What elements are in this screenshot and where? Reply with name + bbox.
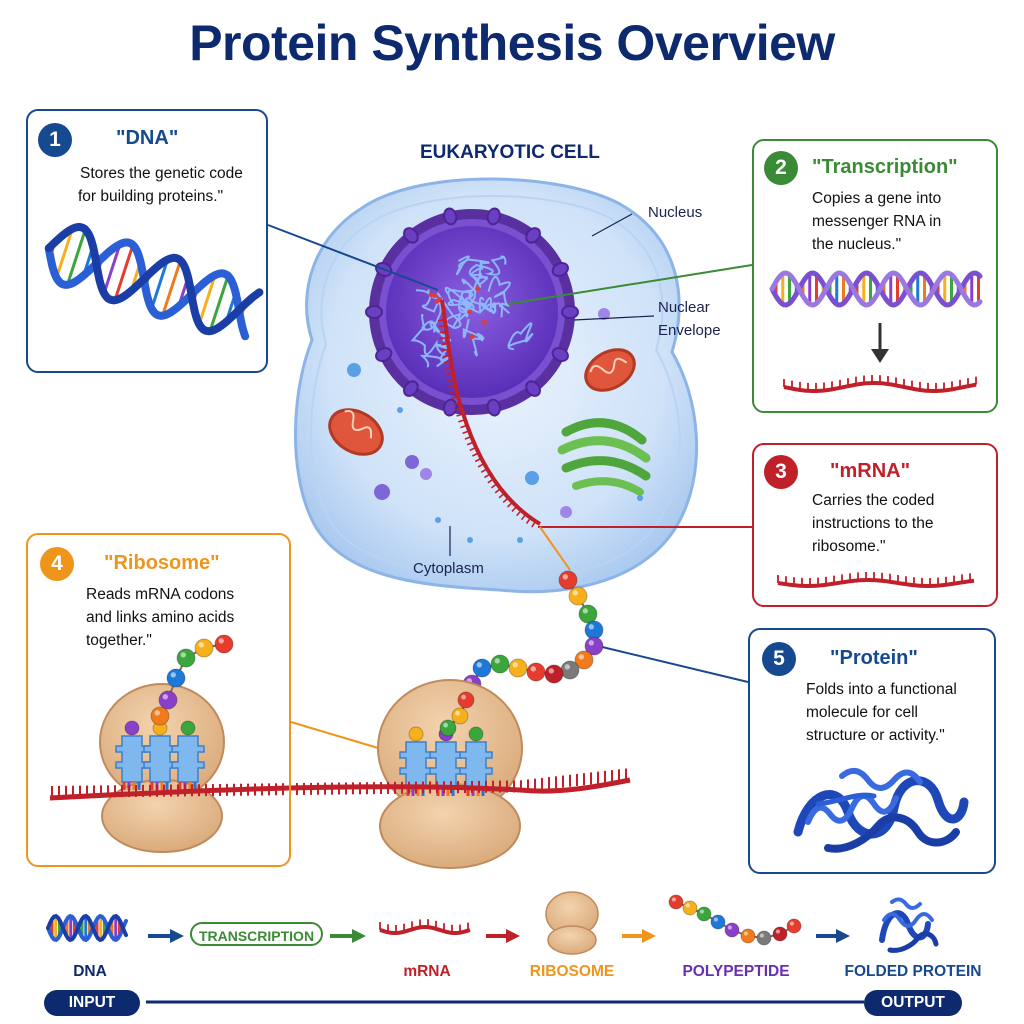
flow-label-ribosome: RIBOSOME xyxy=(529,963,615,980)
card-title: "mRNA" xyxy=(830,460,911,482)
card-transcription: 2 "Transcription" Copies a gene into mes… xyxy=(752,139,998,413)
nuclear-envelope-label-line1: Nuclear xyxy=(658,299,710,316)
flow-ribosome-icon xyxy=(545,891,599,955)
flow-arrow-5 xyxy=(816,929,850,943)
card-mrna: 3 "mRNA" Carries the coded instructions … xyxy=(752,443,998,607)
card-number-badge: 5 xyxy=(762,642,796,676)
amino-chain-center xyxy=(439,691,475,737)
card-number-badge: 2 xyxy=(764,151,798,185)
mitochondria xyxy=(328,348,636,456)
page-title: Protein Synthesis Overview xyxy=(189,15,835,71)
card-desc-line1: Reads mRNA codons xyxy=(86,586,235,603)
card-title: "DNA" xyxy=(116,127,179,149)
card-protein: 5 "Protein" Folds into a functional mole… xyxy=(748,628,996,874)
card-desc-line2: instructions to the xyxy=(812,515,934,532)
flow-strip xyxy=(46,891,939,1004)
card-desc-line1: Copies a gene into xyxy=(812,190,942,207)
mrna-icon xyxy=(777,572,975,588)
transcription-pill: TRANSCRIPTION xyxy=(190,922,323,946)
card-number-badge: 3 xyxy=(764,455,798,489)
card-desc-line2: and links amino acids xyxy=(86,609,235,626)
card-ribosome: 4 "Ribosome" Reads mRNA codons and links… xyxy=(26,533,291,867)
output-pill: OUTPUT xyxy=(864,990,962,1016)
card-title: "Protein" xyxy=(830,647,918,669)
nucleus xyxy=(365,207,579,417)
card-desc-line1: Carries the coded xyxy=(812,492,935,509)
card-number-badge: 1 xyxy=(38,123,72,157)
flow-dna-icon xyxy=(46,913,128,943)
card-title: "Ribosome" xyxy=(104,552,220,574)
golgi-apparatus xyxy=(557,418,651,496)
nuclear-envelope-label-line2: Envelope xyxy=(658,322,721,339)
card-desc-line2: for building proteins." xyxy=(78,188,224,205)
cell-label: EUKARYOTIC CELL xyxy=(420,142,600,163)
amino-chain-left xyxy=(150,634,234,726)
card-desc-line1: Folds into a functional xyxy=(806,681,957,698)
flow-label-dna: DNA xyxy=(73,963,107,980)
card-desc-line1: Stores the genetic code xyxy=(80,165,243,182)
cytoplasm-label: Cytoplasm xyxy=(413,560,484,577)
card-title: "Transcription" xyxy=(812,156,958,178)
card-desc-line2: messenger RNA in xyxy=(812,213,942,230)
flow-arrow-3 xyxy=(486,929,520,943)
flow-folded-protein-icon xyxy=(879,897,939,953)
flow-arrow-1 xyxy=(148,929,184,943)
flow-label-mrna: mRNA xyxy=(403,963,451,980)
flow-label-folded-protein: FOLDED PROTEIN xyxy=(844,963,982,980)
card-desc-line3: the nucleus." xyxy=(812,236,902,253)
flow-arrow-2 xyxy=(330,929,366,943)
card-desc-line3: ribosome." xyxy=(812,538,886,555)
card-desc-line3: together." xyxy=(86,632,152,649)
vesicles xyxy=(347,308,643,543)
card-dna: 1 "DNA" Stores the genetic code for buil… xyxy=(26,109,268,373)
flow-arrow-4 xyxy=(622,929,656,943)
flow-label-polypeptide: POLYPEPTIDE xyxy=(682,963,790,980)
mrna-strand xyxy=(437,299,542,528)
leader-lines xyxy=(267,213,753,749)
card-number-badge: 4 xyxy=(40,547,74,581)
transcription-icon xyxy=(769,270,983,393)
card-desc-line2: molecule for cell xyxy=(806,704,918,721)
dna-helix-icon xyxy=(44,222,264,341)
flow-polypeptide-icon xyxy=(668,894,802,946)
folded-protein-icon xyxy=(793,767,969,853)
mrna-track xyxy=(49,768,631,801)
flow-mrna-icon xyxy=(379,919,471,935)
nucleus-label: Nucleus xyxy=(648,204,703,221)
input-pill: INPUT xyxy=(44,990,140,1016)
card-desc-line3: structure or activity." xyxy=(806,727,945,744)
